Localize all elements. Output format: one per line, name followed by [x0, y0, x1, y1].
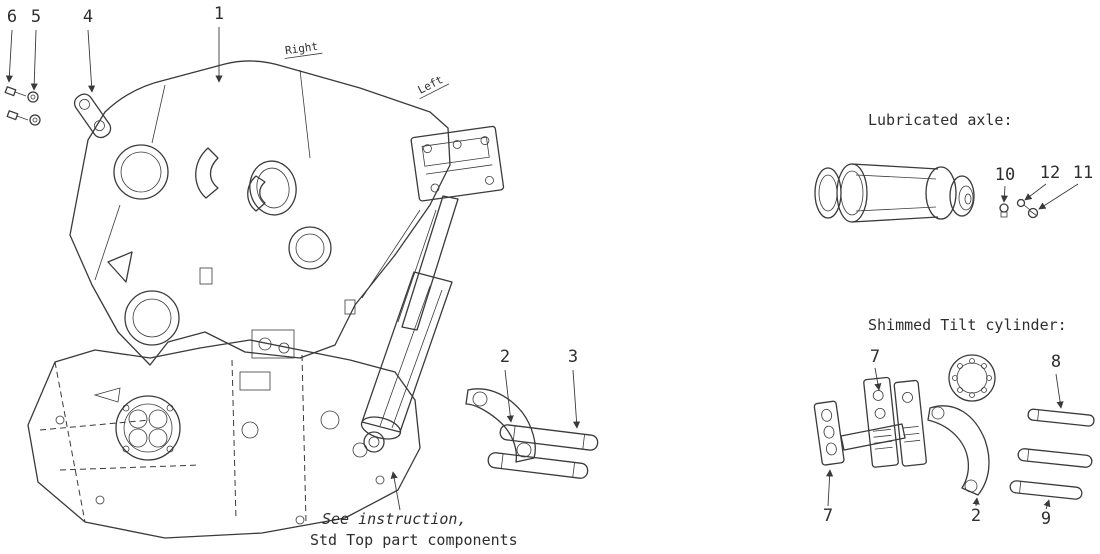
callout-9: 9 — [1041, 509, 1051, 529]
link-claw-part — [465, 388, 536, 463]
callout-3: 3 — [568, 347, 578, 367]
shim-plate-left — [813, 400, 845, 466]
shimmed-tilt-section: Shimmed Tilt cylinder: — [813, 316, 1095, 529]
note-see-instruction: See instruction, — [322, 510, 467, 528]
callout-7-top: 7 — [870, 347, 880, 367]
label-right: Right — [284, 40, 319, 57]
callout-5: 5 — [31, 7, 41, 27]
grease-nipple-parts — [999, 198, 1039, 219]
note-std-top: Std Top part components — [310, 531, 518, 549]
callout-11: 11 — [1073, 163, 1093, 183]
callout-2-main: 2 — [500, 347, 510, 367]
bracket-part — [73, 93, 112, 139]
washer-parts — [27, 91, 41, 126]
lubricated-axle-section: Lubricated axle: 10 12 11 — [814, 111, 1093, 223]
callout-8: 8 — [1051, 352, 1061, 372]
tilt-lever — [927, 405, 990, 496]
round-boss — [948, 354, 996, 402]
section-title-lubricated-axle: Lubricated axle: — [868, 111, 1013, 129]
callout-7-bottom: 7 — [823, 506, 833, 526]
tilt-pins — [1009, 408, 1095, 500]
link-bar — [840, 423, 906, 451]
callout-1: 1 — [214, 4, 224, 24]
tilt-cylinder-assembly — [360, 125, 505, 453]
callout-4: 4 — [83, 7, 93, 27]
callout-2-tilt: 2 — [971, 506, 981, 526]
shim-bracket — [863, 376, 927, 468]
pin-pair — [487, 424, 599, 479]
base-body — [27, 329, 421, 539]
callout-10: 10 — [995, 165, 1015, 185]
instruction-note: See instruction, Std Top part components — [310, 471, 518, 549]
callout-6: 6 — [7, 7, 17, 27]
bolt-parts — [4, 86, 29, 121]
axle-drawing — [814, 163, 975, 223]
callout-12: 12 — [1040, 163, 1060, 183]
coupler-frame — [69, 60, 451, 366]
section-title-shimmed-tilt: Shimmed Tilt cylinder: — [868, 316, 1067, 334]
main-callouts: 6 5 4 1 2 3 — [5, 4, 581, 429]
